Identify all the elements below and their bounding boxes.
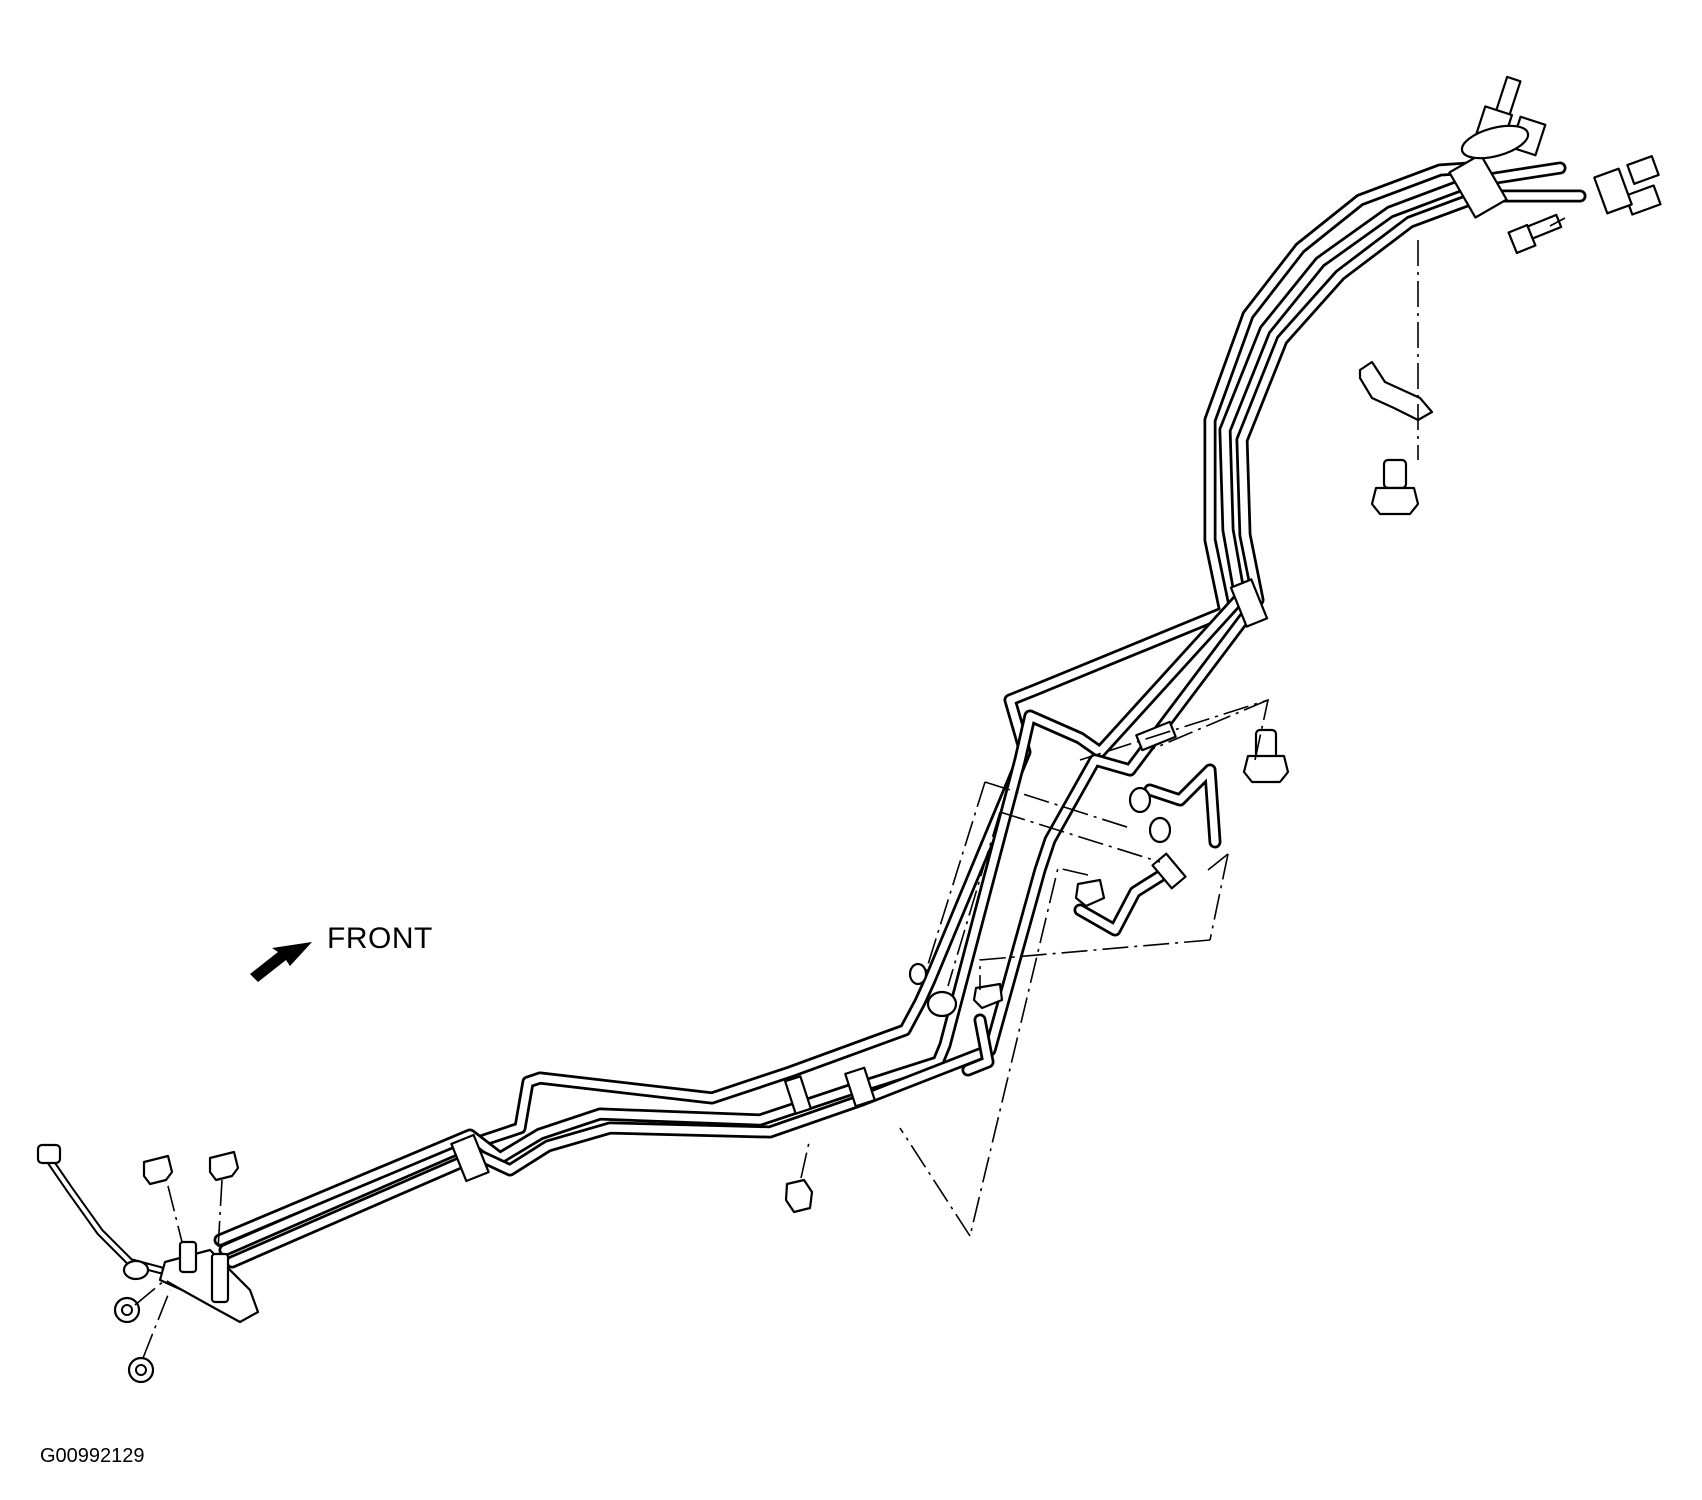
clip-2 xyxy=(784,1075,812,1115)
clip-1 xyxy=(450,1133,490,1183)
connector-c xyxy=(1074,878,1106,908)
bolt-right xyxy=(1370,458,1420,516)
clip-3 xyxy=(844,1066,876,1108)
left-fitting xyxy=(36,1143,62,1165)
tube-bundle xyxy=(213,161,1587,1269)
leader-lines xyxy=(134,217,1566,1359)
hose-ends xyxy=(961,763,1222,1077)
connector-f xyxy=(908,962,928,986)
left-nuts xyxy=(113,1296,155,1384)
mid-connectors xyxy=(908,786,1172,1018)
front-arrow-icon xyxy=(250,942,312,982)
bolt-top-right xyxy=(1507,213,1563,255)
bolt-mid xyxy=(1242,728,1290,784)
connector-a xyxy=(1128,786,1152,814)
connector-b xyxy=(1148,816,1172,844)
rear-flange xyxy=(1460,124,1530,160)
left-thin-line xyxy=(36,1143,164,1274)
clip-7 xyxy=(1448,153,1508,219)
rear-fitting-6 xyxy=(1593,167,1633,215)
left-clamps xyxy=(142,1150,240,1186)
rear-fittings xyxy=(1460,75,1662,216)
left-assembly xyxy=(122,1240,260,1324)
tube-clips xyxy=(450,153,1508,1183)
figure-code: G00992129 xyxy=(40,1445,145,1467)
nut-center xyxy=(784,1178,814,1214)
connector-d xyxy=(926,990,958,1018)
fuel-tube-c xyxy=(225,189,1587,1269)
front-label: FRONT xyxy=(327,922,433,955)
rear-fitting-4 xyxy=(1626,155,1660,185)
clip-6 xyxy=(1151,852,1187,890)
clip-4 xyxy=(1229,578,1269,628)
connector-e xyxy=(972,982,1004,1010)
bracket xyxy=(1358,360,1434,422)
